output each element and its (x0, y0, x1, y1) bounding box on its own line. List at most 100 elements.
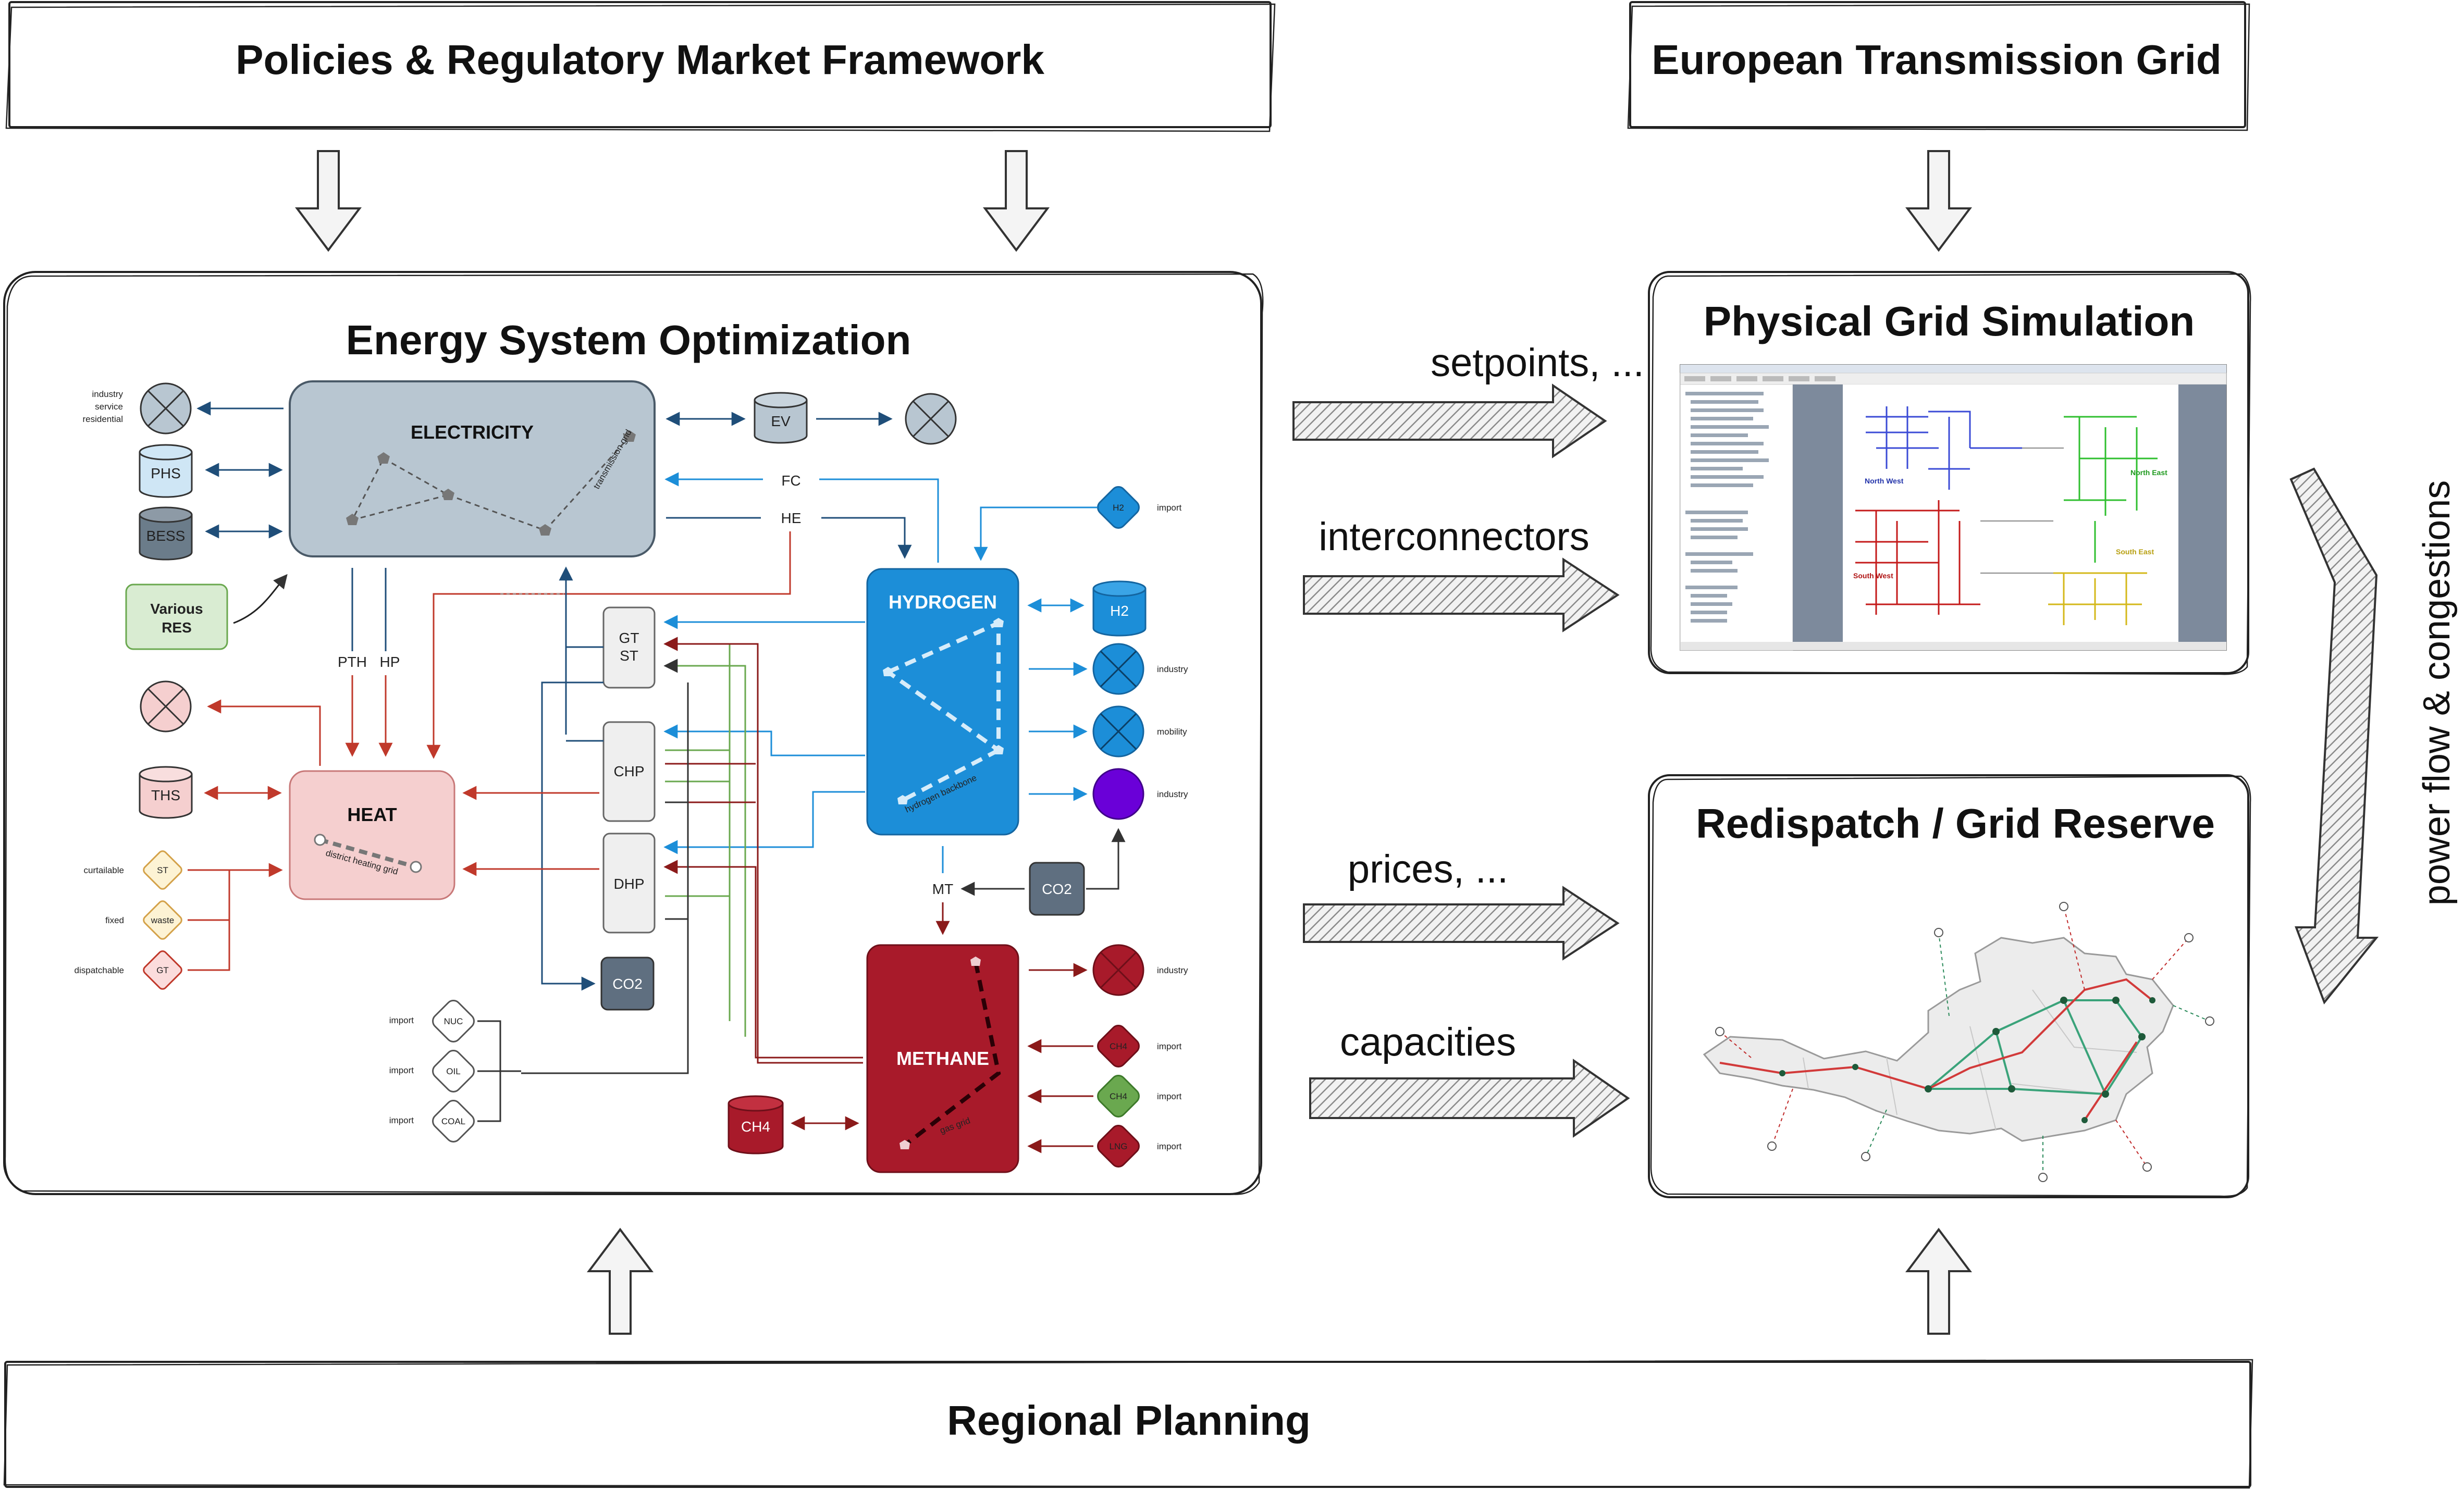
european-grid-title: European Transmission Grid (1652, 36, 2222, 83)
down-arrow-icon (295, 150, 362, 252)
electricity-consumers: industry service residential (83, 382, 192, 434)
grid-software-screenshot: North West North East South East South W… (1680, 364, 2227, 651)
h2-import-label: import (1157, 503, 1182, 513)
res-label-2: RES (162, 619, 192, 636)
phs-label: PHS (151, 465, 181, 481)
source-tag: waste (151, 915, 174, 925)
lng-import: LNG import (1097, 1125, 1182, 1168)
region-label: North West (1865, 477, 1904, 485)
coal-import: import COAL (389, 1100, 475, 1143)
import-label: import (389, 1065, 414, 1075)
chp-converter: CHP (602, 721, 656, 822)
down-arrow-icon (1905, 150, 1972, 252)
ch4-industry-sink-icon: industry (1092, 944, 1188, 996)
res-label-1: Various (150, 601, 203, 617)
region-label: South East (2116, 548, 2154, 556)
ths-label: THS (151, 787, 180, 803)
electricity-hub: ELECTRICITY transmission grid (289, 380, 656, 557)
import-label: import (1157, 1141, 1182, 1151)
fc-label: FC (781, 473, 800, 489)
ch4-store-label: CH4 (741, 1119, 770, 1135)
source-label: curtailable (84, 865, 125, 875)
import-tag: NUC (444, 1016, 463, 1026)
prices-arrow: prices, ... (1303, 847, 1620, 961)
up-arrow-icon (587, 1227, 654, 1335)
ch4-storage-icon: CH4 (728, 1095, 784, 1154)
heat-source-curtailable: curtailable ST (84, 850, 182, 890)
hp-label: HP (380, 654, 400, 670)
import-tag: CH4 (1110, 1041, 1127, 1051)
setpoints-label: setpoints, ... (1431, 341, 1644, 385)
prices-label: prices, ... (1348, 847, 1508, 891)
co2-source-label: CO2 (1042, 881, 1072, 897)
pth-label: PTH (338, 654, 367, 670)
hydrogen-hub: HYDROGEN hydrogen backbone (866, 568, 1019, 836)
redispatch-box: Redispatch / Grid Reserve (1648, 774, 2251, 1198)
co2-source: CO2 (1029, 862, 1085, 916)
gt-label: GT (619, 630, 639, 646)
heat-hub: HEAT district heating grid (289, 770, 455, 900)
h2-store-label: H2 (1110, 603, 1129, 619)
h2-industry-sink-icon: industry (1092, 643, 1188, 695)
up-arrow-icon (1905, 1227, 1972, 1335)
chp-label: CHP (613, 763, 644, 779)
regional-planning-title: Regional Planning (947, 1397, 1311, 1444)
consumer-sink-icon (140, 382, 192, 434)
h2-sink-label: industry (1157, 789, 1188, 799)
h2-import: H2 import (1097, 486, 1182, 529)
down-arrow-icon (983, 150, 1050, 252)
interconnectors-label: interconnectors (1319, 515, 1590, 559)
region-label: North East (2130, 468, 2167, 477)
import-tag: COAL (441, 1116, 465, 1126)
ths-storage-icon: THS (139, 766, 193, 819)
he-label: HE (781, 510, 802, 526)
methane-label: METHANE (896, 1048, 989, 1069)
source-tag: ST (157, 865, 168, 875)
import-tag: LNG (1110, 1141, 1128, 1151)
import-label: import (1157, 1041, 1182, 1051)
various-res-box: Various RES (125, 583, 228, 650)
heat-source-dispatchable: dispatchable GT (75, 950, 182, 990)
heat-source-fixed: fixed waste (105, 900, 182, 940)
pgs-title: Physical Grid Simulation (1704, 298, 2195, 344)
consumer-label: service (95, 402, 123, 412)
import-label: import (1157, 1091, 1182, 1101)
co2-store-label: CO2 (612, 976, 643, 992)
redispatch-title: Redispatch / Grid Reserve (1696, 800, 2215, 847)
h2-storage-icon: H2 (1092, 580, 1147, 637)
ev-sink-icon (905, 393, 957, 445)
import-tag: CH4 (1110, 1091, 1127, 1101)
setpoints-arrow: setpoints, ... (1292, 341, 1644, 458)
h2-mobility-sink-icon: mobility (1092, 705, 1187, 758)
power-flow-label: power flow & congestions (2416, 480, 2458, 905)
import-label: import (389, 1115, 414, 1125)
h2-industry-purple-sink-icon: industry (1092, 768, 1188, 820)
co2-store: CO2 (600, 957, 655, 1011)
austria-grid-map (1703, 902, 2214, 1182)
ch4-sink-label: industry (1157, 965, 1188, 975)
region-label: South West (1853, 572, 1893, 580)
mt-label: MT (932, 881, 953, 897)
import-label: import (389, 1015, 414, 1025)
policies-box: Policies & Regulatory Market Framework (5, 1, 1276, 132)
capacities-arrow: capacities (1309, 1020, 1630, 1138)
ev-label: EV (771, 413, 791, 429)
methane-hub: METHANE gas grid (866, 944, 1019, 1173)
dhp-label: DHP (613, 876, 644, 892)
bess-label: BESS (146, 528, 186, 544)
ch4-import-1: CH4 import (1097, 1025, 1182, 1067)
interconnectors-arrow: interconnectors (1303, 515, 1620, 632)
consumer-label: industry (92, 389, 123, 399)
hydrogen-label: HYDROGEN (889, 591, 997, 613)
regional-planning-box: Regional Planning (3, 1359, 2253, 1489)
dhp-converter: DHP (602, 833, 656, 934)
import-tag: OIL (446, 1066, 460, 1076)
heat-sink-icon (140, 680, 192, 732)
st-label: ST (620, 648, 638, 664)
capacities-label: capacities (1340, 1020, 1516, 1064)
eso-title: Energy System Optimization (346, 317, 911, 363)
source-label: dispatchable (75, 965, 124, 975)
oil-import: import OIL (389, 1050, 475, 1092)
source-label: fixed (105, 915, 124, 925)
